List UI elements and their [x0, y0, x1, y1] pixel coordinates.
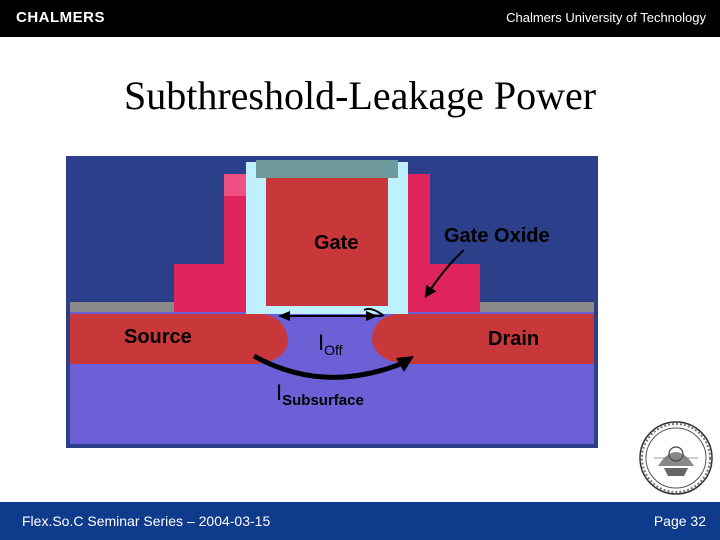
i-subsurface-label: ISubsurface [276, 380, 364, 409]
source-label: Source [124, 326, 192, 348]
left-spacer [174, 174, 246, 312]
right-spacer [408, 174, 480, 312]
substrate [70, 356, 594, 444]
i-off-label: IOff [318, 330, 343, 358]
header-bar: CHALMERS Chalmers University of Technolo… [0, 0, 720, 37]
gate [266, 178, 388, 306]
i-subsurface-arrow [252, 353, 409, 380]
slide-title: Subthreshold-Leakage Power [123, 73, 597, 118]
source-region [70, 314, 288, 364]
institution-name: Chalmers University of Technology [506, 10, 706, 25]
gate-top-strip [256, 160, 398, 178]
drain-region [372, 314, 594, 364]
gate-oxide-pointer [424, 249, 465, 298]
drain-label: Drain [488, 328, 539, 350]
transistor-diagram: Gate Gate Oxide Source Drain IOff ISubsu… [66, 156, 598, 448]
gate-oxide-label: Gate Oxide [444, 225, 550, 247]
footer-bar: Flex.So.C Seminar Series – 2004-03-15 Pa… [0, 502, 720, 540]
footer-event: Flex.So.C Seminar Series – 2004-03-15 [22, 513, 271, 529]
page-number: Page 32 [653, 513, 706, 529]
transistor-cross-section-figure: Gate Gate Oxide Source Drain IOff ISubsu… [66, 156, 598, 448]
gate-label: Gate [314, 232, 358, 254]
university-seal [636, 418, 716, 498]
chalmers-logo: CHALMERS [16, 9, 105, 26]
